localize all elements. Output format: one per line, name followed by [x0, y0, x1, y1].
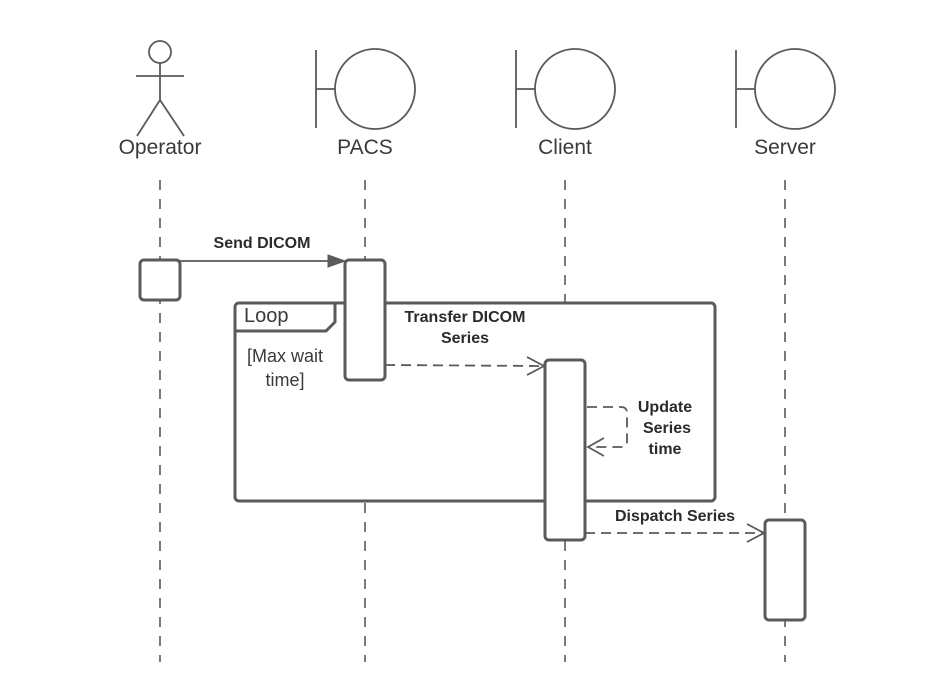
pacs-boundary-icon	[315, 48, 416, 130]
participant-label-server: Server	[754, 136, 816, 159]
participant-label-client: Client	[538, 136, 592, 159]
client-boundary-icon	[515, 48, 616, 130]
message-transfer-dicom-series	[384, 356, 546, 376]
activation-client	[543, 358, 587, 542]
message-label-update-line2: Series	[643, 420, 691, 437]
activation-operator	[138, 258, 182, 302]
loop-guard-line1: [Max wait	[247, 346, 323, 366]
activation-pacs	[343, 258, 387, 382]
server-boundary-icon	[735, 48, 836, 130]
loop-frame-label: Loop	[244, 305, 289, 327]
message-send-dicom	[180, 254, 347, 268]
loop-guard-line2: time]	[265, 370, 304, 390]
message-label-transfer-line2: Series	[441, 330, 489, 347]
activation-server	[763, 518, 807, 622]
message-label-update-line3: time	[649, 441, 682, 458]
participant-label-pacs: PACS	[337, 136, 393, 159]
operator-actor-icon	[136, 40, 185, 137]
message-update-series-time	[586, 406, 628, 457]
participant-label-operator: Operator	[119, 136, 202, 159]
message-label-update-line1: Update	[638, 399, 692, 416]
message-label-transfer-line1: Transfer DICOM	[405, 309, 526, 326]
message-label-send-dicom: Send DICOM	[214, 235, 311, 252]
message-label-dispatch-series: Dispatch Series	[615, 508, 735, 525]
message-dispatch-series	[585, 523, 766, 543]
